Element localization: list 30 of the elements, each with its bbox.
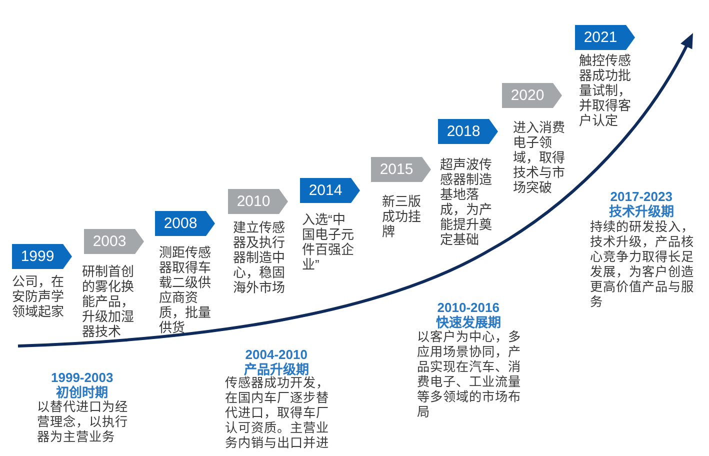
year-tag: 2014 <box>300 178 360 203</box>
period-title: 快速发展期 <box>436 315 501 330</box>
period-years: 2017-2023 <box>610 189 672 204</box>
milestone-text: 建立传感器及执行器制造中心，稳固海外市场 <box>233 220 286 295</box>
period-text: 持续的研发投入，技术升级，产品核心竞争力取得长足发展，为客户创造更高价值产品与服务 <box>590 220 695 310</box>
milestone-text: 触控传感器成功批量试制，并取得客户认定 <box>579 53 632 128</box>
year-tag: 2010 <box>228 189 288 214</box>
year-tag: 2021 <box>575 25 635 50</box>
milestone-text: 入选“中国电子元件百强企业” <box>302 212 355 272</box>
milestone-text: 研制首创的雾化换能产品，升级加湿器技术 <box>82 264 135 339</box>
period-text: 以替代进口为经营理念，以执行器为主营业务 <box>37 400 129 445</box>
milestone-text: 新三版成功挂牌 <box>382 194 422 239</box>
year-tag: 1999 <box>12 244 72 269</box>
period-years: 2004-2010 <box>245 347 308 362</box>
period-title: 产品升级期 <box>244 362 309 377</box>
milestone-text: 进入消费电子领域，取得技术与市场突破 <box>513 120 566 195</box>
period-title: 初创时期 <box>56 385 108 400</box>
year-tag: 2008 <box>155 211 215 236</box>
period-years: 2010-2016 <box>437 300 500 315</box>
period-title: 技术升级期 <box>608 204 674 219</box>
period-text: 以客户为中心，多应用场景协同，产品实现在汽车、消费电子、工业流量等多领域的市场布局 <box>417 330 522 420</box>
year-tag: 2018 <box>438 119 498 144</box>
year-tag: 2020 <box>502 83 562 108</box>
year-tag: 2015 <box>371 157 431 182</box>
milestone-text: 测距传感器取得车载二级供应商资质，批量供货 <box>159 245 212 335</box>
milestone-text: 公司，在安防声学领域起家 <box>12 274 65 319</box>
period-text: 传感器成功开发，在国内车厂逐步替代进口，取得车厂认可资质。主营业务内销与出口并进 <box>225 376 330 451</box>
year-tag: 2003 <box>84 229 144 254</box>
period-years: 1999-2003 <box>51 370 114 385</box>
milestone-text: 超声波传感器制造基地落成，为产能提升奠定基础 <box>440 157 493 247</box>
